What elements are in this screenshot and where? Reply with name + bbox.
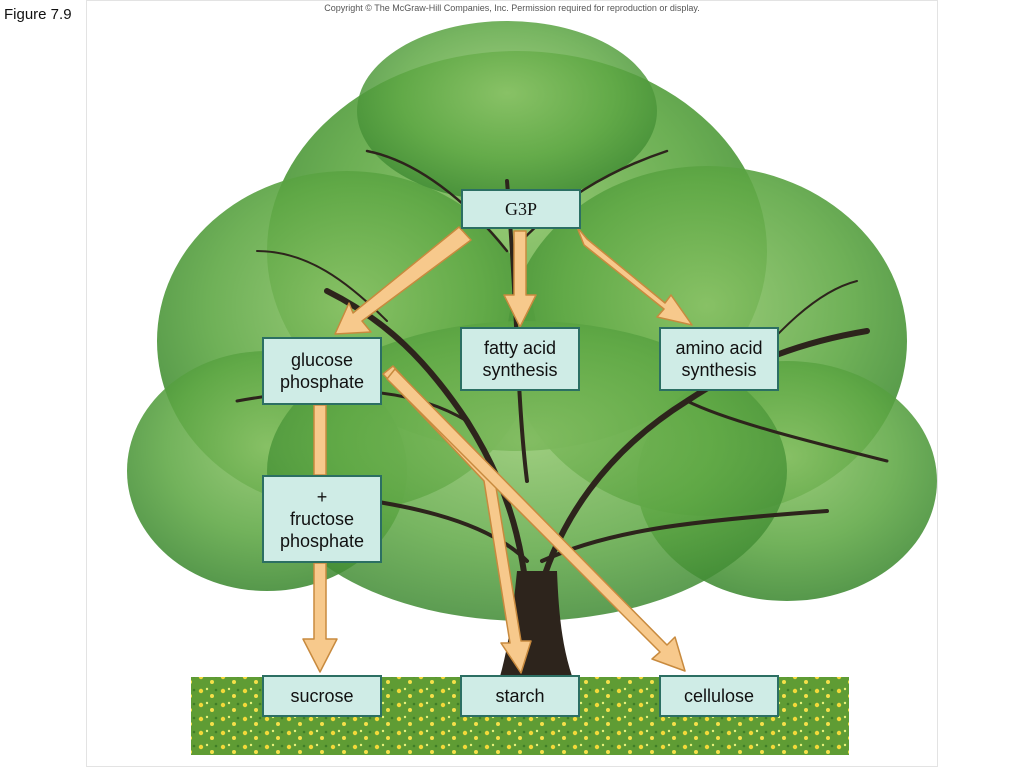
node-fatty-acid-line2: synthesis [482, 360, 558, 380]
node-fatty-acid-line1: fatty acid [483, 338, 557, 358]
node-fatty-acid-synthesis: fatty acid synthesis [460, 327, 580, 391]
node-starch: starch [460, 675, 580, 717]
node-g3p: G3P [461, 189, 581, 229]
arrow-fructose-to-sucrose [302, 562, 338, 673]
arrow-g3p-to-fatty-acid [503, 230, 537, 328]
arrow-g3p-to-glucose-phosphate [334, 226, 472, 335]
figure-panel: Copyright © The McGraw-Hill Companies, I… [86, 0, 938, 767]
node-amino-acid-line1: amino acid [675, 338, 763, 358]
arrow-glucose-to-fructose [313, 404, 327, 476]
node-sucrose-label: sucrose [290, 686, 354, 706]
node-cellulose: cellulose [659, 675, 779, 717]
node-cellulose-label: cellulose [683, 686, 755, 706]
node-glucose-phosphate: glucose phosphate [262, 337, 382, 405]
node-fructose-phosphate: + fructose phosphate [262, 475, 382, 563]
node-sucrose: sucrose [262, 675, 382, 717]
figure-label: Figure 7.9 [4, 6, 72, 23]
node-g3p-label: G3P [504, 199, 537, 219]
tree-canopy [127, 21, 937, 621]
node-amino-acid-synthesis: amino acid synthesis [659, 327, 779, 391]
node-amino-acid-line2: synthesis [681, 360, 757, 380]
node-glucose-phosphate-line2: phosphate [279, 372, 365, 392]
arrow-g3p-to-amino-acid [576, 226, 693, 326]
copyright-notice: Copyright © The McGraw-Hill Companies, I… [324, 3, 700, 13]
node-fructose-plus: + [316, 487, 328, 507]
node-starch-label: starch [495, 686, 545, 706]
arrow-glucose-to-cellulose [386, 368, 686, 672]
node-glucose-phosphate-line1: glucose [290, 350, 354, 370]
node-fructose-line1: fructose [289, 509, 355, 529]
pathway-arrows [302, 226, 693, 674]
node-fructose-line2: phosphate [279, 531, 365, 551]
